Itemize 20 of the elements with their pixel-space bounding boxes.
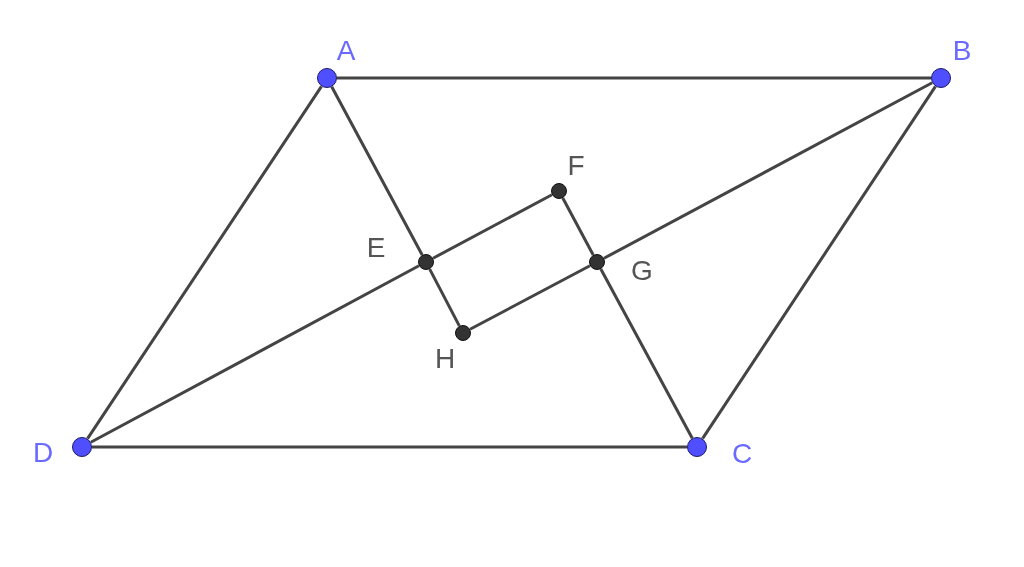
point-label: C [731, 440, 753, 468]
line-segment [86, 85, 323, 440]
line-segment [432, 193, 553, 260]
point-label: F [567, 152, 585, 180]
line-segment [701, 85, 937, 440]
line-segment [561, 197, 595, 256]
line-segment [337, 76, 931, 80]
line-segment [603, 81, 933, 260]
line-segment [469, 264, 591, 331]
point-label: A [336, 37, 356, 65]
point-label: B [952, 37, 972, 65]
line-segment [90, 264, 420, 444]
point-label: G [631, 257, 653, 285]
point-label: E [366, 234, 386, 262]
line-segment [330, 86, 424, 256]
line-segment [92, 445, 687, 449]
point-label: D [32, 439, 54, 467]
line-segment [599, 268, 694, 439]
line-segment [428, 268, 461, 327]
point-label: H [434, 345, 456, 373]
